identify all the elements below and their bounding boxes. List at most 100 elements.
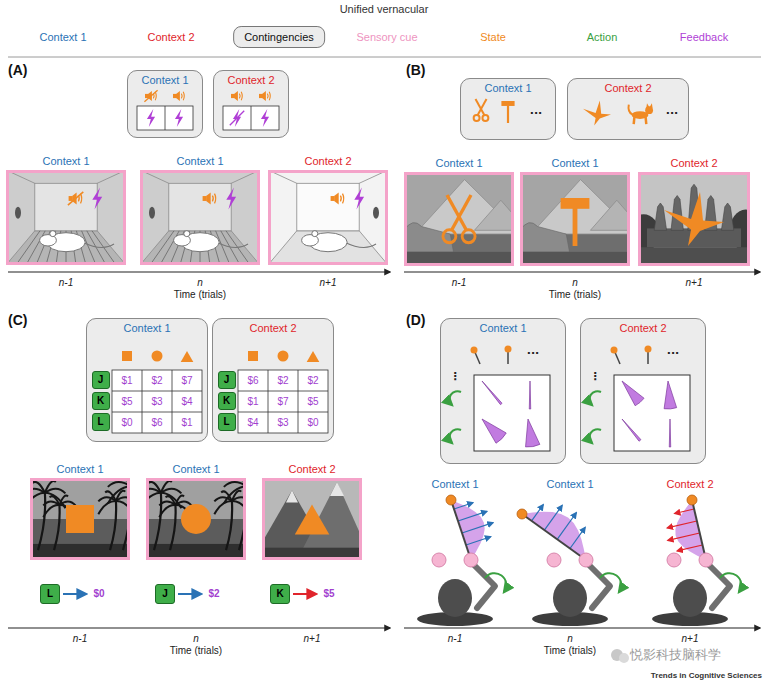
hammer-handle	[573, 208, 578, 246]
table-divider	[142, 370, 143, 433]
table-cell: $5	[307, 396, 318, 408]
rat-ear	[50, 231, 56, 237]
context-heading: Context 1	[33, 462, 127, 476]
table-cell: $4	[181, 396, 192, 408]
cat-ear	[646, 103, 649, 108]
table-cell: $7	[181, 375, 192, 387]
panel-letter: (D)	[406, 312, 425, 329]
scene-frame: Context 1	[520, 172, 630, 266]
speaker-icon	[231, 94, 234, 98]
contingency-table	[112, 370, 202, 433]
palm-trunk	[170, 505, 176, 550]
legend-text: Feedback	[680, 31, 728, 43]
outcome-value: $0	[93, 588, 104, 600]
context-fill	[460, 78, 556, 140]
speaker-icon	[206, 193, 211, 205]
time-tick: n-1	[448, 633, 462, 645]
arm	[474, 565, 495, 608]
room-wall	[6, 170, 126, 265]
palm-frond	[159, 505, 175, 517]
pyramid	[474, 200, 514, 230]
table-cell: $1	[247, 396, 258, 408]
head	[438, 579, 472, 617]
time-tick: n-1	[452, 277, 466, 289]
action-key: J	[155, 584, 175, 604]
speaker-icon	[234, 91, 238, 101]
wall-hole	[149, 207, 155, 219]
context-fill	[127, 70, 203, 138]
rod-tip	[687, 495, 697, 505]
contingency-table	[137, 106, 193, 130]
palm-frond	[50, 496, 60, 505]
action-key: L	[92, 413, 110, 431]
action-key: K	[218, 392, 236, 410]
joint-arrow	[600, 573, 621, 592]
speaker-icon	[262, 91, 266, 101]
table-cell: $3	[151, 396, 162, 408]
table-divider	[251, 106, 252, 130]
ellipsis: ...	[530, 104, 543, 117]
table-cell: $4	[247, 417, 258, 429]
time-axis	[8, 271, 390, 272]
hammer-head	[561, 198, 590, 209]
sphinx	[404, 223, 454, 252]
arm-figure	[652, 495, 741, 626]
state-circle	[152, 351, 163, 362]
temple-tower	[671, 196, 683, 231]
table-cell: $5	[121, 396, 132, 408]
bird-icon	[583, 100, 611, 125]
figure-title: Unified vernacular	[340, 3, 429, 15]
target-circle	[579, 553, 593, 567]
scene-art	[404, 172, 514, 266]
time-tick: n-1	[59, 277, 73, 289]
legend-text: Context 1	[39, 31, 86, 43]
shock-bolt	[354, 188, 364, 210]
context-heading: Context 2	[641, 156, 747, 170]
box-fills	[86, 70, 706, 464]
table-cell: $0	[121, 417, 132, 429]
state-square	[248, 351, 258, 361]
cat-ear	[650, 103, 653, 108]
target-circle	[699, 553, 713, 567]
table-cell: $1	[181, 417, 192, 429]
time-axis	[404, 627, 760, 628]
speaker-icon	[331, 196, 335, 201]
table-cell: $2	[307, 375, 318, 387]
force-arrow	[557, 513, 576, 540]
target-circle	[667, 553, 681, 567]
arm-icon-tip	[645, 346, 652, 353]
mute-slash	[144, 90, 157, 101]
state-triangle	[307, 351, 320, 362]
time-axis	[8, 627, 390, 628]
action-key: L	[218, 413, 236, 431]
context-heading: Context 1	[441, 321, 565, 335]
context-heading: Context 2	[581, 321, 705, 335]
credit-line: Trends in Cognitive Sciences	[651, 671, 762, 681]
joint-arrow	[590, 391, 601, 405]
scene-frame: Context 1	[146, 478, 246, 560]
force-wedge	[529, 381, 530, 409]
legend-item: Contingencies	[233, 26, 325, 48]
palm-frond	[224, 486, 246, 503]
joint-arrow	[450, 429, 461, 443]
temple-tower	[721, 203, 733, 230]
context-heading: Context 1	[523, 156, 627, 170]
speaker-icon	[69, 196, 73, 201]
joint-arrow	[450, 391, 461, 405]
scene-art	[146, 478, 246, 560]
legend-text: Context 2	[147, 31, 194, 43]
sound-wave	[343, 194, 344, 204]
scene-frame: Context 1	[30, 478, 130, 560]
room-floor	[6, 231, 126, 265]
shock-bolt	[147, 109, 155, 127]
legend-item: Context 1	[39, 30, 86, 44]
shock-bolt	[175, 109, 183, 127]
force-field	[675, 500, 706, 560]
state-circle	[278, 351, 289, 362]
palm-frond	[108, 486, 130, 503]
force-wedge	[526, 419, 540, 447]
rat-tail	[345, 242, 376, 247]
table-cell: $3	[277, 417, 288, 429]
axis-title: Time (trials)	[544, 645, 596, 657]
context-box: Context 2	[213, 70, 289, 138]
